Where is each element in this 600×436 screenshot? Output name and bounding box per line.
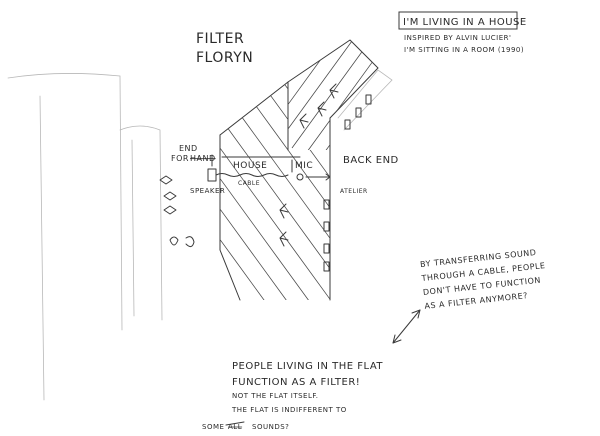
note-bottom-line5-post: SOUNDS? <box>252 423 289 431</box>
label-hand-struck: HAND <box>190 154 216 163</box>
double-arrow <box>392 309 421 344</box>
note-bottom-line5-struck: ALL <box>228 423 242 431</box>
note-bottom-line1: PEOPLE LIVING IN THE FLAT <box>232 361 383 372</box>
title-box-line1: INSPIRED BY ALVIN LUCIER' <box>404 34 511 42</box>
atelier-windows <box>323 69 393 272</box>
filter-label: FILTER FLORYN <box>196 31 253 66</box>
erased-background-sketch <box>7 73 163 401</box>
speaker-icon <box>207 168 217 182</box>
note-right: BY TRANSFERRING SOUND THROUGH A CABLE, P… <box>420 248 546 311</box>
label-speaker: SPEAKER <box>190 187 225 195</box>
filter-label-line2: FLORYN <box>196 50 253 66</box>
label-back-end: BACK END <box>343 155 399 166</box>
label-mic: MIC <box>295 161 313 171</box>
label-atelier: ATELIER <box>340 188 368 195</box>
label-end: END <box>179 144 198 153</box>
label-for: FOR <box>171 154 189 163</box>
signal-chain <box>207 154 331 182</box>
left-objects <box>159 175 195 248</box>
note-bottom-line2: FUNCTION AS A FILTER! <box>232 377 360 388</box>
note-bottom: PEOPLE LIVING IN THE FLAT FUNCTION AS A … <box>202 361 383 431</box>
person-figures <box>279 83 339 247</box>
cable-line <box>215 173 289 177</box>
mic-icon <box>296 173 304 181</box>
note-bottom-line4: THE FLAT IS INDIFFERENT TO <box>231 406 347 414</box>
title-box-line2: I'M SITTING IN A ROOM (1990) <box>404 46 524 54</box>
title-box: I'M LIVING IN A HOUSE INSPIRED BY ALVIN … <box>398 11 527 54</box>
note-bottom-line5-pre: SOME <box>202 423 224 431</box>
filter-label-line1: FILTER <box>196 31 244 47</box>
label-house: HOUSE <box>233 161 267 171</box>
label-cable: CABLE <box>238 180 260 187</box>
note-bottom-line3: NOT THE FLAT ITSELF. <box>232 392 319 400</box>
title-box-title: I'M LIVING IN A HOUSE <box>403 17 527 28</box>
